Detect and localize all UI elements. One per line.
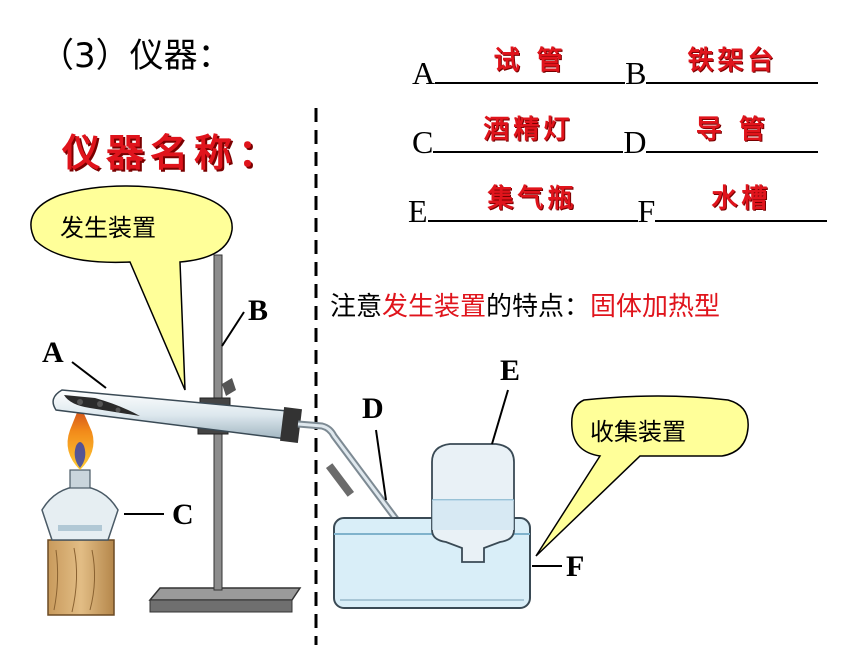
label-c: C [172,498,194,531]
label-b: B [248,294,269,327]
collection-bubble-text: 收集装置 [590,418,686,446]
instrument-names-title: 仪器名称： [62,131,283,175]
note-highlight: 发生装置 [382,292,487,322]
blank-letter-b: B [625,55,647,91]
leader-e [491,389,509,445]
wooden-block [47,539,115,616]
leader-d [375,429,387,501]
answer-a: 试 管 [493,46,567,76]
blank-letter-d: D [623,124,647,160]
alcohol-lamp [41,405,119,541]
blank-b: 铁架台 [646,46,819,84]
blank-row-1: A 试 管 B 铁架台 [412,46,819,92]
generation-bubble-text: 发生装置 [60,214,156,242]
note-line: 注意发生装置的特点：固体加热型 [330,286,720,323]
label-e: E [500,354,521,387]
blank-letter-c: C [412,124,434,160]
blank-row-3: E 集气瓶 F 水槽 [408,184,828,230]
section-title: 仪器： [129,36,232,76]
generation-bubble [30,185,233,391]
answer-e: 集气瓶 [487,184,578,214]
label-d: D [362,392,384,425]
note-prefix: 注意 [330,292,383,322]
answer-b: 铁架台 [687,46,778,76]
label-a: A [42,336,64,369]
blank-f: 水槽 [655,184,828,222]
leader-a [71,361,107,389]
blank-letter-a: A [412,55,436,91]
answer-c: 酒精灯 [483,115,574,145]
answer-d: 导 管 [695,115,769,145]
blank-letter-e: E [408,193,428,229]
blank-row-2: C 酒精灯 D 导 管 [412,115,819,161]
answer-f: 水槽 [711,184,772,214]
leader-b [221,311,245,347]
gas-collecting-bottle [431,443,515,563]
section-number: （3） [40,36,130,76]
collection-bubble [535,395,749,557]
test-tube [52,389,303,443]
blank-e: 集气瓶 [427,184,638,222]
note-type: 固体加热型 [590,292,721,322]
section-heading: （3）仪器： [40,28,232,77]
blank-d: 导 管 [646,115,819,153]
blank-c: 酒精灯 [433,115,624,153]
label-f: F [566,550,585,583]
note-middle: 的特点： [486,292,591,322]
blank-a: 试 管 [435,46,626,84]
blank-letter-f: F [637,193,656,229]
